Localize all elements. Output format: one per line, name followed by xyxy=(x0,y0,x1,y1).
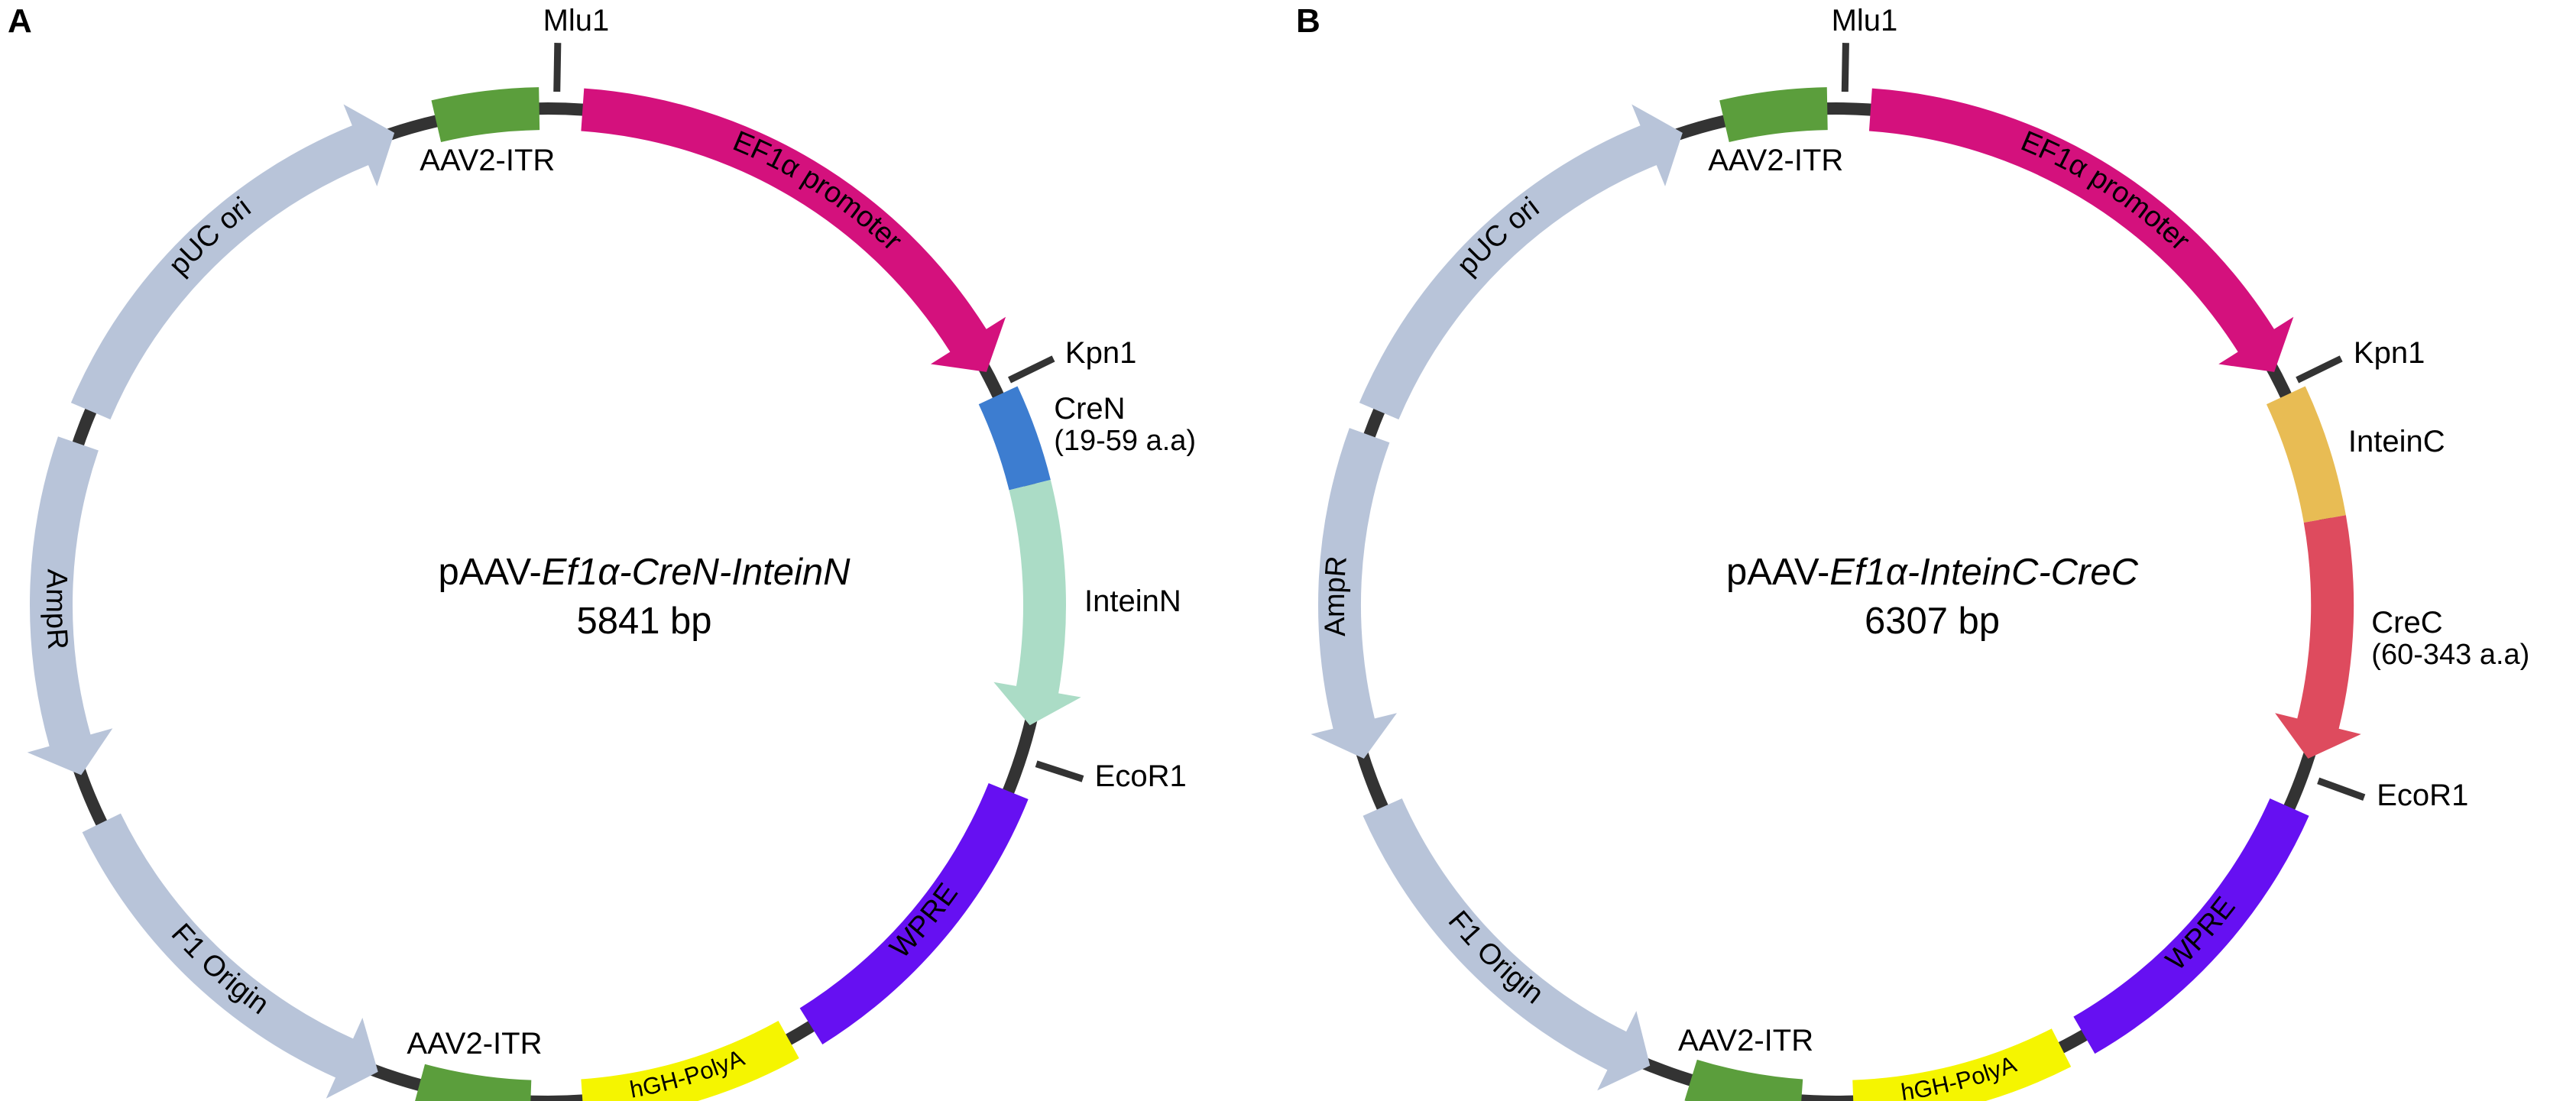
restriction-tick-ecor1 xyxy=(2317,777,2366,801)
feature-ampr: AmpR xyxy=(27,436,113,776)
feature-shape-cren xyxy=(978,386,1051,491)
restriction-site-mlu1: Mlu1 xyxy=(1832,5,1898,37)
feature-hgh-polya: hGH-PolyA xyxy=(1852,1028,2072,1101)
feature-label-aav2-itr-top: AAV2-ITR xyxy=(420,144,555,176)
restriction-tick-kpn1 xyxy=(2296,355,2343,384)
feature-shape-puc-ori xyxy=(1359,104,1683,419)
feature-hgh-polya: hGH-PolyA xyxy=(581,1021,799,1101)
restriction-site-kpn1: Kpn1 xyxy=(1065,337,1136,369)
feature-label-cren: CreN(19-59 a.a) xyxy=(1054,393,1196,456)
feature-aav2-itr-bottom xyxy=(415,1064,532,1101)
plasmid-title-prefix: pAAV- xyxy=(438,552,542,593)
feature-shape-aav2-itr-top xyxy=(431,87,540,142)
restriction-site-label: EcoR1 xyxy=(2377,778,2469,812)
feature-wpre: WPRE xyxy=(2073,798,2309,1054)
feature-label-crec: CreC(60-343 a.a) xyxy=(2371,607,2529,670)
feature-label-ampr: AmpR xyxy=(1319,555,1353,637)
feature-shape-aav2-itr-bottom xyxy=(415,1064,532,1101)
restriction-site-label: Kpn1 xyxy=(2353,335,2425,370)
feature-label-inteinc: InteinC xyxy=(2348,426,2445,458)
feature-label-aav2-itr-top: AAV2-ITR xyxy=(1708,144,1843,176)
feature-shape-inteinc xyxy=(2266,386,2346,523)
feature-label-text: AAV2-ITR xyxy=(407,1026,543,1061)
plasmid-title-construct: Ef1α-CreN-InteinN xyxy=(541,552,851,593)
feature-f1-origin: F1 Origin xyxy=(1363,798,1651,1091)
restriction-site-ecor1: EcoR1 xyxy=(2377,779,2468,811)
feature-shape-ampr xyxy=(27,436,113,776)
feature-label-text: CreC xyxy=(2371,606,2443,640)
feature-inteinc xyxy=(2266,386,2346,523)
feature-aav2-itr-top xyxy=(1719,87,1828,142)
feature-label-text: InteinC xyxy=(2348,425,2445,459)
feature-shape-wpre xyxy=(799,783,1029,1044)
feature-puc-ori: pUC ori xyxy=(70,104,395,419)
feature-f1-origin: F1 Origin xyxy=(82,813,378,1099)
feature-ef1a-promoter: EF1α promoter xyxy=(581,88,1006,372)
restriction-site-kpn1: Kpn1 xyxy=(2354,337,2425,369)
feature-shape-f1-origin xyxy=(82,813,378,1099)
feature-shape-ef1a-promoter xyxy=(581,88,1006,372)
restriction-tick-ecor1 xyxy=(1035,760,1084,782)
feature-shape-inteinn xyxy=(993,479,1081,726)
plasmid-title-construct: Ef1α-InteinC-CreC xyxy=(1829,552,2138,593)
feature-aav2-itr-top xyxy=(431,87,540,142)
restriction-site-label: Kpn1 xyxy=(1064,335,1137,370)
panel-letter: B xyxy=(1296,2,1320,40)
feature-label-ef1a-promoter: EF1α promoter xyxy=(2017,125,2196,257)
feature-aav2-itr-bottom xyxy=(1684,1059,1803,1101)
plasmid-title: pAAV-Ef1α-InteinC-CreC 6307 bp xyxy=(1288,549,2576,646)
feature-shape-aav2-itr-bottom xyxy=(1684,1059,1803,1101)
feature-label-inteinn: InteinN xyxy=(1084,585,1181,617)
feature-label-aav2-itr-bottom: AAV2-ITR xyxy=(1678,1025,1813,1057)
restriction-tick-kpn1 xyxy=(1008,355,1055,384)
feature-label-ef1a-promoter: EF1α promoter xyxy=(728,125,908,257)
feature-crec xyxy=(2275,515,2361,759)
feature-shape-wpre xyxy=(2073,798,2309,1054)
feature-label-ampr: AmpR xyxy=(40,568,74,651)
feature-shape-hgh-polya xyxy=(581,1021,799,1101)
feature-sublabel-text: (19-59 a.a) xyxy=(1054,424,1197,457)
feature-label-text: CreN xyxy=(1054,392,1126,426)
feature-shape-hgh-polya xyxy=(1852,1028,2072,1101)
feature-shape-crec xyxy=(2275,515,2361,759)
feature-shape-aav2-itr-top xyxy=(1719,87,1828,142)
feature-shape-f1-origin xyxy=(1363,798,1651,1091)
feature-ef1a-promoter: EF1α promoter xyxy=(1868,88,2294,372)
feature-label-aav2-itr-bottom: AAV2-ITR xyxy=(407,1028,542,1060)
restriction-site-label: Mlu1 xyxy=(1831,4,1898,38)
panel-letter: A xyxy=(8,2,32,40)
feature-label-text: AAV2-ITR xyxy=(1678,1024,1814,1058)
feature-inteinn xyxy=(993,479,1081,726)
plasmid-size-label: 6307 bp xyxy=(1864,600,2001,642)
plasmid-title: pAAV-Ef1α-CreN-InteinN 5841 bp xyxy=(0,549,1288,646)
feature-label-text: AAV2-ITR xyxy=(420,143,556,177)
feature-puc-ori: pUC ori xyxy=(1359,104,1683,419)
feature-label-text: AAV2-ITR xyxy=(1708,143,1844,177)
restriction-site-label: Mlu1 xyxy=(543,4,610,38)
restriction-tick-mlu1 xyxy=(553,43,562,92)
feature-label-text: InteinN xyxy=(1084,585,1181,618)
feature-shape-ef1a-promoter xyxy=(1868,88,2294,372)
plasmid-title-prefix: pAAV- xyxy=(1725,552,1830,593)
feature-sublabel-text: (60-343 a.a) xyxy=(2371,638,2530,671)
feature-shape-ampr xyxy=(1311,428,1398,759)
feature-ampr: AmpR xyxy=(1311,428,1398,759)
restriction-site-mlu1: Mlu1 xyxy=(543,5,610,37)
restriction-site-ecor1: EcoR1 xyxy=(1095,760,1187,792)
restriction-site-label: EcoR1 xyxy=(1094,759,1187,794)
feature-cren xyxy=(978,386,1051,491)
feature-shape-puc-ori xyxy=(70,104,395,419)
feature-wpre: WPRE xyxy=(799,783,1029,1044)
plasmid-size-label: 5841 bp xyxy=(576,600,712,642)
